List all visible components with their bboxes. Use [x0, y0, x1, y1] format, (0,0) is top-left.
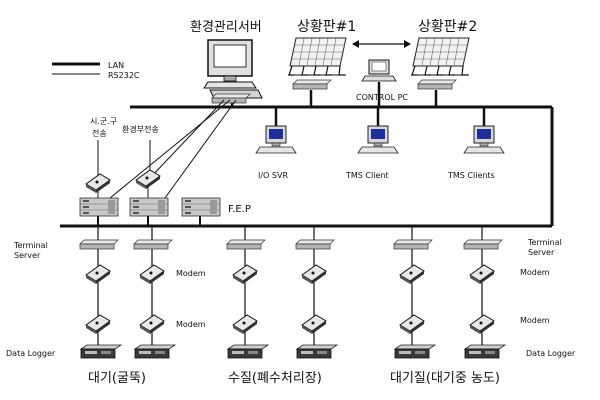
group-ambient-air-label: 대기질(대기중 농도): [390, 371, 500, 386]
display-board-1-icon: [287, 37, 347, 76]
data-logger-icon: [227, 344, 269, 359]
terminal-server-icon: [463, 239, 503, 250]
terminal-server-left-label-1: Terminal: [13, 241, 48, 250]
env-ministry-label: 환경부전송: [122, 124, 159, 134]
terminal-server-icon: [393, 239, 433, 250]
modem-label: Modem: [176, 269, 206, 278]
display-board-2-icon: [410, 37, 470, 76]
sigungu-modem-icon: [85, 173, 111, 194]
board1-hub-icon: [292, 79, 332, 90]
sigungu-label-1: 시.군.구: [90, 117, 117, 126]
terminal-server-icon: [226, 239, 266, 250]
fep-rack-3-icon: [181, 197, 221, 217]
fep-rack-2-icon: [129, 197, 169, 217]
modem-icon: [301, 314, 327, 335]
modem-label: Modem: [520, 268, 550, 277]
fep-label: F.E.P: [228, 204, 251, 215]
modem-icon: [139, 314, 165, 335]
modem-icon: [469, 264, 495, 285]
modem-label: Modem: [520, 316, 550, 325]
legend-rs232c-label: RS232C: [108, 71, 140, 80]
modem-icon: [139, 264, 165, 285]
tms-client-computer-icon: [357, 125, 399, 154]
modem-icon: [232, 264, 258, 285]
terminal-server-left-label-2: Server: [14, 251, 41, 260]
modem-label: Modem: [176, 320, 206, 329]
terminal-server-icon: [295, 239, 335, 250]
board-sync-arrow-icon: [352, 40, 411, 48]
server-hub-icon: [211, 93, 251, 104]
upper-lan-bus: [130, 105, 554, 226]
drop-columns: [79, 226, 506, 359]
modem-icon: [232, 314, 258, 335]
io-svr-label: I/O SVR: [258, 171, 288, 180]
group-stack-air-label: 대기(굴뚝): [88, 371, 146, 386]
tms-clients-label: TMS Clients: [447, 171, 495, 180]
sigungu-label-2: 전송: [92, 128, 107, 138]
legend-lan-label: LAN: [108, 61, 124, 70]
data-logger-icon: [394, 344, 436, 359]
data-logger-icon: [134, 344, 176, 359]
tms-clients-computer-icon: [463, 125, 505, 154]
board2-label: 상황판#2: [418, 19, 477, 35]
board2-hub-icon: [417, 79, 457, 90]
terminal-server-icon: [133, 239, 173, 250]
data-logger-right-label: Data Logger: [526, 349, 576, 358]
modem-icon: [301, 264, 327, 285]
data-logger-icon: [464, 344, 506, 359]
fep-rack-1-icon: [79, 197, 119, 217]
board1-label: 상황판#1: [297, 19, 356, 35]
server-computer-icon: [203, 39, 263, 99]
server-label: 환경관리서버: [190, 20, 262, 35]
group-water-label: 수질(폐수처리장): [228, 371, 322, 386]
modem-icon: [399, 314, 425, 335]
control-pc-icon: [361, 59, 397, 82]
data-logger-left-label: Data Logger: [6, 349, 56, 358]
terminal-server-icon: [79, 239, 119, 250]
control-pc-label: CONTROL PC: [356, 93, 408, 102]
terminal-server-right-label-1: Terminal: [527, 238, 562, 247]
modem-icon: [85, 264, 111, 285]
modem-icon: [85, 314, 111, 335]
data-logger-icon: [296, 344, 338, 359]
tms-client-label: TMS Client: [345, 171, 389, 180]
modem-icon: [399, 264, 425, 285]
data-logger-icon: [80, 344, 122, 359]
terminal-server-right-label-2: Server: [528, 248, 555, 257]
io-svr-computer-icon: [255, 125, 297, 154]
modem-icon: [469, 314, 495, 335]
env-ministry-modem-icon: [135, 169, 161, 190]
